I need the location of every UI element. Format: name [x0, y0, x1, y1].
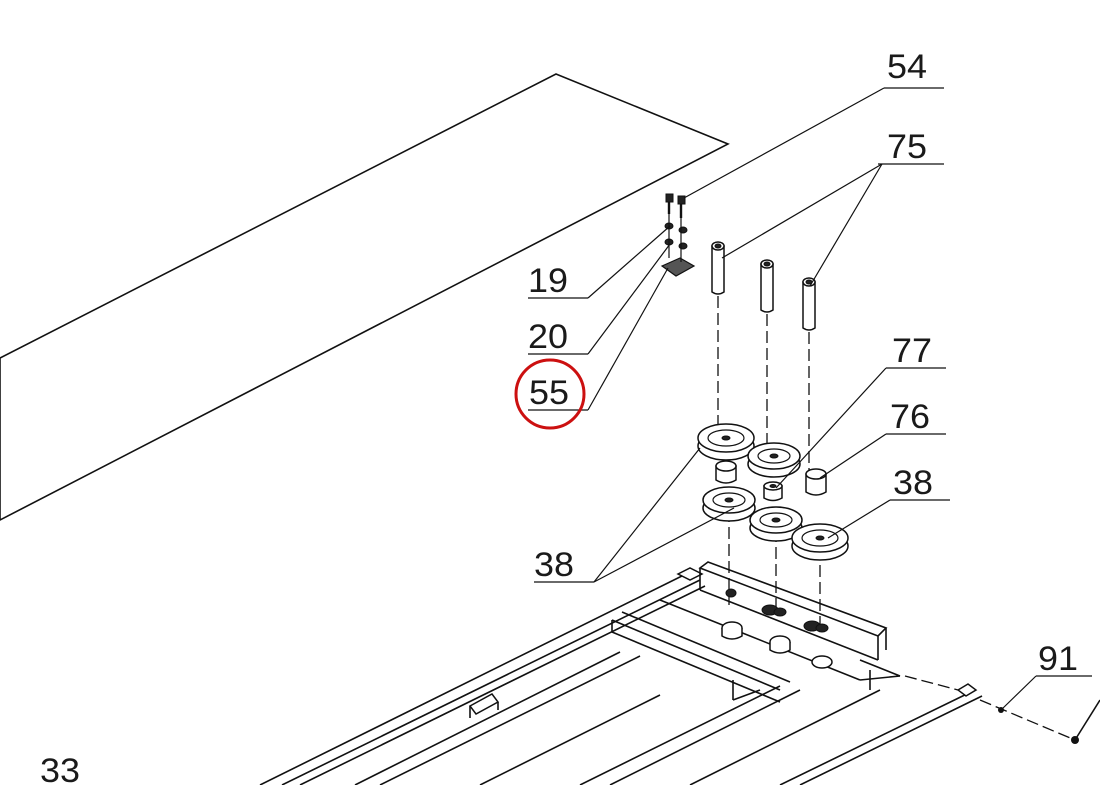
- pulleys: [697, 423, 849, 561]
- callout-19: 19: [528, 262, 568, 300]
- callout-54: 54: [887, 48, 927, 86]
- pulley-3: [702, 486, 756, 522]
- base-frame: [259, 561, 983, 785]
- leader-lines: [528, 87, 1092, 711]
- top-panel: [0, 73, 730, 521]
- pulley-2: [747, 442, 801, 478]
- screw-head-left: [665, 193, 674, 203]
- highlight-circle-55: [514, 358, 586, 430]
- spacer-77: [763, 481, 783, 502]
- bushing-76: [805, 468, 827, 496]
- callout-76: 76: [890, 398, 930, 436]
- mounting-plate: [660, 257, 696, 277]
- callout-labels: 54 75 19 20 55 77 76 38 38 91 33: [40, 48, 1078, 785]
- callout-55: 55: [529, 374, 569, 412]
- callout-20: 20: [528, 318, 568, 356]
- callout-33: 33: [40, 752, 80, 785]
- screw-washer-stack: [660, 193, 696, 277]
- pulley-1: [697, 423, 755, 461]
- cable-91: [904, 675, 1100, 744]
- callout-38-left: 38: [534, 546, 574, 584]
- axle-pin-3: [802, 277, 816, 331]
- pulley-5: [791, 523, 849, 561]
- spacer-left: [715, 460, 737, 484]
- axle-pins: [711, 241, 816, 331]
- axle-pin-2: [760, 259, 774, 313]
- screw-head-right: [677, 195, 686, 205]
- axle-pin-1: [711, 241, 725, 295]
- callout-38-right: 38: [893, 464, 933, 502]
- callout-75: 75: [887, 128, 927, 166]
- spacers: [715, 460, 827, 502]
- callout-91: 91: [1038, 640, 1078, 678]
- callout-77: 77: [892, 332, 932, 370]
